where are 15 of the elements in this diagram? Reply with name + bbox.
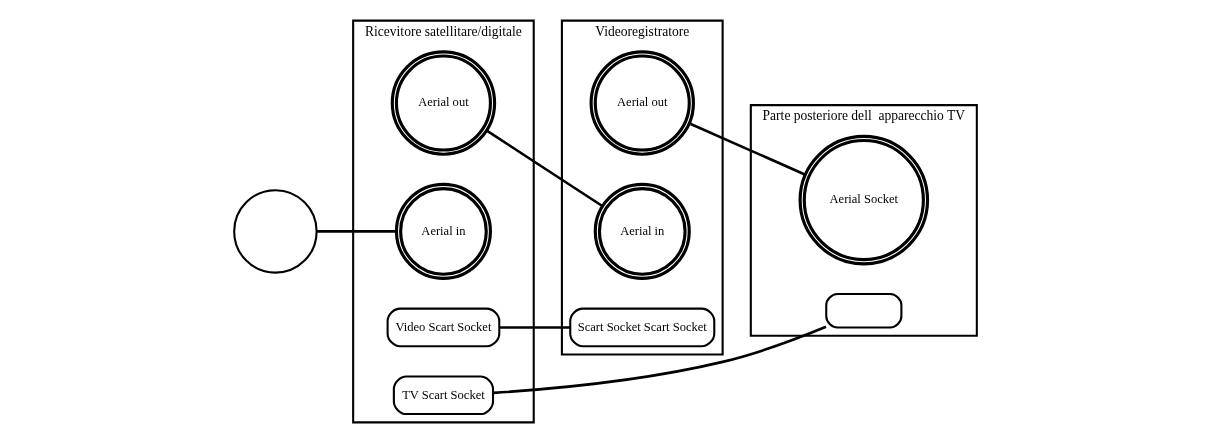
node-circle: Aerial out [390,50,496,156]
node-box: Scart Socket Scart Socket [568,307,715,348]
connector [492,325,826,395]
connector [498,326,570,329]
node-box [824,293,902,329]
connector [688,122,805,176]
node-circle [232,189,318,274]
node-circle: Aerial Socket [798,134,929,266]
node-box: TV Scart Socket [392,375,494,416]
connector [316,230,396,233]
node-circle: Aerial out [589,50,695,156]
node-box: Video Scart Socket [386,307,500,348]
node-circle: Aerial in [593,182,691,280]
node-circle: Aerial in [394,182,492,280]
connector [485,129,603,208]
